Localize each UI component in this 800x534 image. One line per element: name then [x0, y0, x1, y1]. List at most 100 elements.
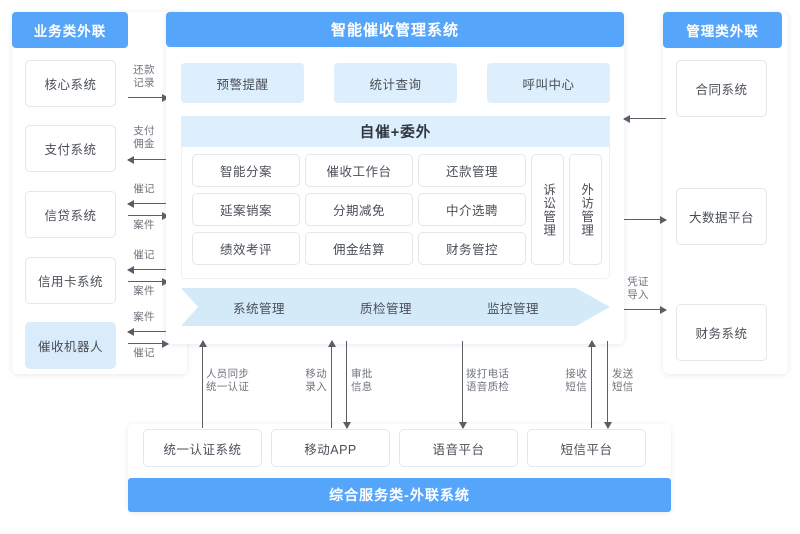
- left-item-label: 核心系统: [44, 78, 97, 92]
- right-connector-arrow-2: [624, 305, 667, 314]
- band-item-system-mgmt[interactable]: 系统管理: [212, 288, 306, 326]
- bottom-connector-label-0: 人员同步 统一认证: [206, 368, 250, 393]
- bottom-item-label: 语音平台: [432, 442, 485, 457]
- right-connector-arrow-0: [623, 114, 666, 123]
- bottom-item-unified-auth[interactable]: 统一认证系统: [143, 429, 262, 467]
- right-item-label: 大数据平台: [688, 211, 754, 225]
- bottom-item-label: 统一认证系统: [163, 442, 242, 457]
- left-connector-label-5: 案件: [133, 285, 155, 297]
- core-module-finance-control[interactable]: 财务管控: [418, 232, 526, 265]
- core-module-repayment-mgmt[interactable]: 还款管理: [418, 154, 526, 187]
- core-module-label: 智能分案: [219, 165, 272, 179]
- left-connector-arrow-0: [128, 93, 169, 102]
- left-panel-header-label: 业务类外联: [33, 24, 107, 39]
- core-module-label: 财务管控: [445, 243, 498, 257]
- bottom-connector-label-4: 接收 短信: [565, 368, 587, 393]
- left-connector-label-1: 支付 佣金: [133, 125, 155, 150]
- core-module-label: 还款管理: [445, 165, 498, 179]
- core-module-label: 佣金结算: [332, 243, 385, 257]
- center-module-label: 呼叫中心: [522, 77, 575, 92]
- bottom-connector-label-1: 移动 录入: [305, 368, 327, 393]
- center-panel-header-label: 智能催收管理系统: [330, 22, 459, 39]
- core-module-label: 诉讼管理: [541, 182, 556, 237]
- core-module-commission-settlement[interactable]: 佣金结算: [305, 232, 413, 265]
- core-module-label: 催收工作台: [326, 165, 392, 179]
- center-module-label: 统计查询: [369, 77, 422, 92]
- right-item-contract-system[interactable]: 合同系统: [676, 60, 767, 117]
- right-panel-header-label: 管理类外联: [686, 24, 759, 39]
- bottom-connector-label-5: 发送 短信: [612, 368, 634, 393]
- right-connector-label-2: 凭证 导入: [627, 276, 649, 301]
- bottom-item-label: 移动APP: [304, 442, 357, 457]
- core-module-field-visit-mgmt[interactable]: 外访管理: [569, 154, 602, 265]
- left-connector-label-0: 还款 记录: [133, 64, 155, 89]
- right-item-bigdata-platform[interactable]: 大数据平台: [676, 188, 767, 245]
- center-module-statistics[interactable]: 统计查询: [334, 63, 457, 103]
- left-connector-arrow-6: [127, 327, 168, 336]
- left-item-label: 支付系统: [44, 143, 97, 157]
- core-module-label: 延案销案: [219, 204, 272, 218]
- right-item-finance-system[interactable]: 财务系统: [676, 304, 767, 361]
- bottom-connector-label-3: 拨打电话 语音质检: [466, 368, 510, 393]
- bottom-connector-arrow-1: [327, 340, 336, 428]
- center-core-title-label: 自催+委外: [359, 125, 432, 141]
- right-item-label: 财务系统: [695, 327, 748, 341]
- left-item-core-system[interactable]: 核心系统: [25, 60, 116, 107]
- center-module-label: 预警提醒: [216, 77, 269, 92]
- core-module-agency-recruit[interactable]: 中介选聘: [418, 193, 526, 226]
- right-panel-header: 管理类外联: [663, 12, 782, 48]
- band-item-label: 监控管理: [486, 301, 539, 316]
- core-module-label: 绩效考评: [219, 243, 272, 257]
- center-module-alert[interactable]: 预警提醒: [181, 63, 304, 103]
- center-band-chevron: [181, 288, 610, 326]
- core-module-label: 分期减免: [332, 204, 385, 218]
- left-item-payment-system[interactable]: 支付系统: [25, 125, 116, 172]
- left-connector-arrow-5: [128, 277, 169, 286]
- band-item-quality-mgmt[interactable]: 质检管理: [339, 288, 433, 326]
- center-panel-header: 智能催收管理系统: [166, 12, 624, 47]
- bottom-bar-label: 综合服务类-外联系统: [329, 487, 470, 503]
- bottom-connector-arrow-2: [342, 341, 351, 429]
- core-module-performance-review[interactable]: 绩效考评: [192, 232, 300, 265]
- band-item-label: 系统管理: [232, 301, 285, 316]
- core-module-litigation-mgmt[interactable]: 诉讼管理: [531, 154, 564, 265]
- core-module-collection-desk[interactable]: 催收工作台: [305, 154, 413, 187]
- left-connector-arrow-1: [127, 155, 168, 164]
- left-item-label: 信贷系统: [44, 209, 97, 223]
- center-core-title: 自催+委外: [181, 116, 610, 147]
- left-connector-arrow-3: [128, 211, 169, 220]
- right-connector-arrow-1: [624, 215, 667, 224]
- left-item-label: 信用卡系统: [37, 275, 103, 289]
- right-item-label: 合同系统: [695, 83, 748, 97]
- bottom-connector-arrow-3: [458, 341, 467, 429]
- left-connector-arrow-2: [127, 199, 168, 208]
- bottom-connector-arrow-5: [603, 341, 612, 429]
- band-item-monitor-mgmt[interactable]: 监控管理: [466, 288, 560, 326]
- core-module-installment-relief[interactable]: 分期减免: [305, 193, 413, 226]
- left-connector-arrow-7: [128, 339, 169, 348]
- left-connector-label-3: 案件: [133, 219, 155, 231]
- band-item-label: 质检管理: [359, 301, 412, 316]
- core-module-label: 外访管理: [579, 182, 594, 237]
- center-module-call-center[interactable]: 呼叫中心: [487, 63, 610, 103]
- bottom-item-sms-platform[interactable]: 短信平台: [527, 429, 646, 467]
- bottom-bar: 综合服务类-外联系统: [128, 478, 671, 512]
- left-connector-arrow-4: [127, 265, 168, 274]
- bottom-item-voice-platform[interactable]: 语音平台: [399, 429, 518, 467]
- core-module-case-delay[interactable]: 延案销案: [192, 193, 300, 226]
- left-item-creditcard-system[interactable]: 信用卡系统: [25, 257, 116, 304]
- left-connector-label-4: 催记: [133, 249, 155, 261]
- left-item-collection-robot[interactable]: 催收机器人: [25, 322, 116, 369]
- core-module-label: 中介选聘: [445, 204, 498, 218]
- bottom-item-label: 短信平台: [560, 442, 613, 457]
- left-connector-label-2: 催记: [133, 183, 155, 195]
- bottom-connector-label-2: 审批 信息: [351, 368, 373, 393]
- left-connector-label-6: 案件: [133, 311, 155, 323]
- core-module-smart-allocation[interactable]: 智能分案: [192, 154, 300, 187]
- left-panel-header: 业务类外联: [12, 12, 128, 48]
- left-item-credit-system[interactable]: 信贷系统: [25, 191, 116, 238]
- bottom-connector-arrow-0: [198, 340, 207, 428]
- left-connector-label-7: 催记: [133, 347, 155, 359]
- bottom-item-mobile-app[interactable]: 移动APP: [271, 429, 390, 467]
